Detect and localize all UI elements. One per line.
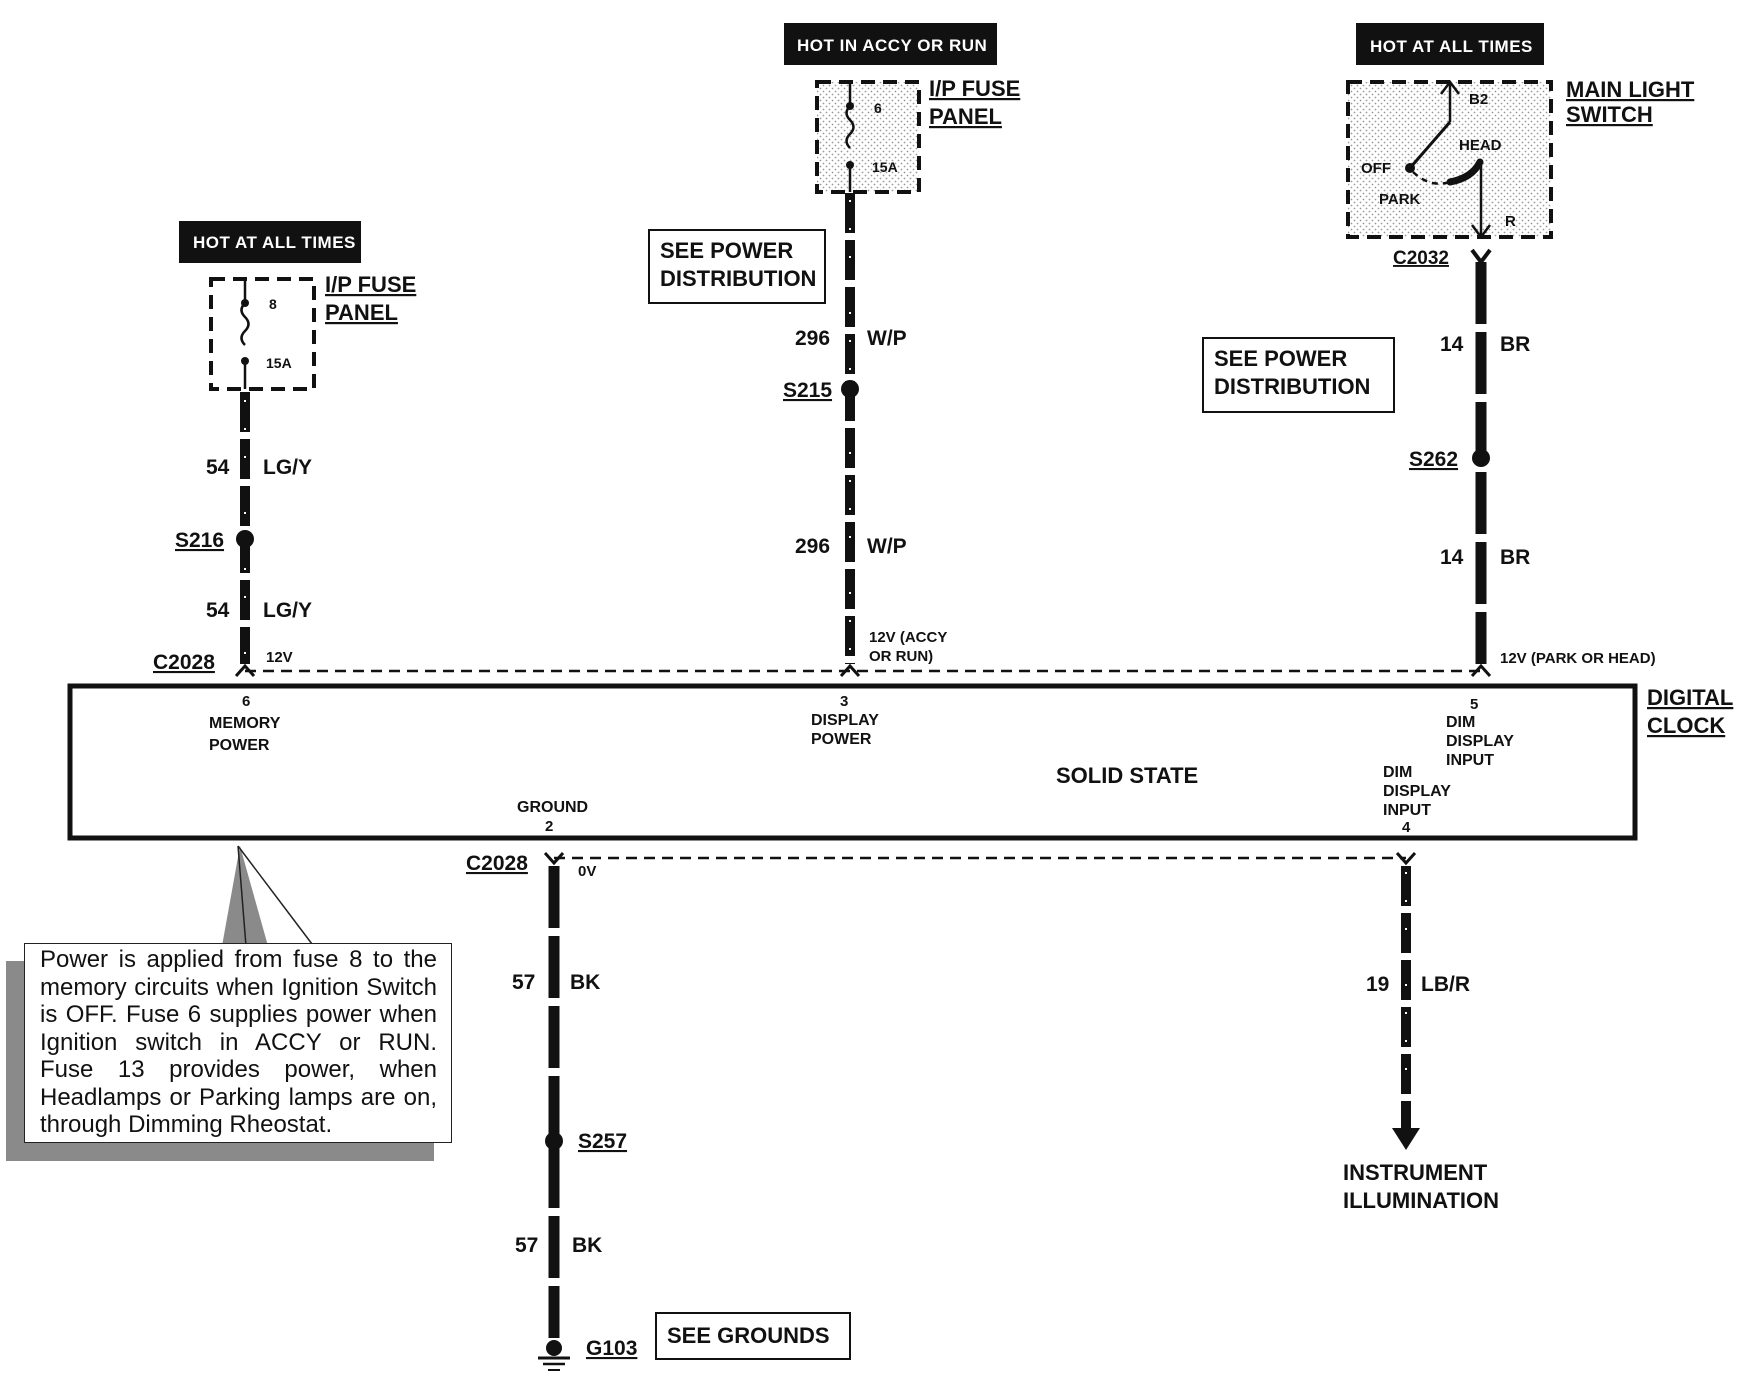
pin4-number: 4 — [1402, 819, 1411, 836]
see-power-2-line1: SEE POWER — [1214, 346, 1348, 371]
pin5-number: 5 — [1470, 696, 1478, 713]
see-power-2-line2: DISTRIBUTION — [1214, 374, 1371, 399]
connector-c2032: C2032 — [1393, 248, 1449, 269]
wire-ground-upper-circuit: 57 — [512, 971, 535, 994]
switch-r-label: R — [1505, 213, 1516, 230]
fuse-left-name-2: PANEL — [325, 300, 398, 325]
splice-s216 — [236, 530, 254, 548]
pin4-label-1: DIM — [1383, 764, 1412, 781]
connector-c2028-bottom-label: C2028 — [466, 852, 528, 875]
pin6-label-1: MEMORY — [209, 715, 281, 732]
wire-center-upper-circuit: 296 — [795, 327, 830, 350]
digital-clock-box — [67, 683, 1638, 841]
fuse-left-rating: 15A — [266, 355, 292, 371]
fuse-left-name-1: I/P FUSE — [325, 272, 416, 297]
wire-ground-lower-circuit: 57 — [515, 1234, 538, 1257]
connector-c2028-top-label: C2028 — [153, 651, 215, 674]
fuse-center: 6 15A — [815, 80, 921, 194]
switch-off-label: OFF — [1361, 160, 1391, 177]
header-center: HOT IN ACCY OR RUN — [784, 23, 997, 65]
fuse-center-number: 6 — [874, 100, 882, 116]
splice-s262-label: S262 — [1409, 448, 1458, 471]
ground-g103-icon — [538, 1340, 570, 1371]
voltage-display-1: 12V (ACCY — [869, 629, 947, 646]
connector-c2028-bottom — [543, 851, 1417, 866]
wire-19-lbr — [1392, 866, 1420, 1150]
illumination-label-1: INSTRUMENT — [1343, 1160, 1488, 1185]
wire-ground-lower-color: BK — [572, 1234, 602, 1257]
switch-name-1: MAIN LIGHT — [1566, 77, 1695, 102]
switch-park-label: PARK — [1379, 191, 1421, 208]
header-left: HOT AT ALL TIMES — [179, 221, 361, 263]
header-right: HOT AT ALL TIMES — [1356, 23, 1544, 65]
see-power-distribution-box-2[interactable]: SEE POWER DISTRIBUTION — [1202, 337, 1395, 413]
clock-internal-label: SOLID STATE — [1056, 763, 1198, 788]
wire-right-lower-circuit: 14 — [1440, 546, 1464, 569]
illumination-label-2: ILLUMINATION — [1343, 1188, 1499, 1213]
fuse-center-name-2: PANEL — [929, 104, 1002, 129]
pin5-label-1: DIM — [1446, 714, 1475, 731]
wire-ground-upper-color: BK — [570, 971, 600, 994]
pin3-label-1: DISPLAY — [811, 712, 879, 729]
voltage-dim: 12V (PARK OR HEAD) — [1500, 650, 1656, 667]
connector-c2028-top — [234, 663, 1492, 678]
fuse-left: 8 15A — [209, 277, 316, 391]
header-right-text: HOT AT ALL TIMES — [1370, 37, 1533, 56]
fuse-center-rating: 15A — [872, 159, 898, 175]
switch-name-2: SWITCH — [1566, 102, 1653, 127]
voltage-memory: 12V — [266, 649, 293, 666]
pin3-label-2: POWER — [811, 731, 872, 748]
wire-left-upper-circuit: 54 — [206, 456, 230, 479]
pin5-label-2: DISPLAY — [1446, 733, 1514, 750]
pin6-label-2: POWER — [209, 737, 270, 754]
splice-s257-label: S257 — [578, 1130, 627, 1153]
pin3-number: 3 — [840, 693, 848, 710]
wire-center-upper-color: W/P — [867, 327, 907, 350]
splice-s216-label: S216 — [175, 529, 224, 552]
main-light-switch: B2 HEAD OFF PARK R — [1346, 79, 1553, 240]
fuse-left-number: 8 — [269, 296, 277, 312]
see-grounds-text: SEE GROUNDS — [667, 1323, 830, 1348]
ground-g103-label: G103 — [586, 1337, 637, 1360]
fuse-center-name-1: I/P FUSE — [929, 76, 1020, 101]
pin6-number: 6 — [242, 693, 250, 710]
voltage-display-2: OR RUN) — [869, 648, 933, 665]
wire-right-lower-color: BR — [1500, 546, 1530, 569]
splice-s215 — [841, 380, 859, 398]
switch-head-label: HEAD — [1459, 137, 1502, 154]
header-left-text: HOT AT ALL TIMES — [193, 233, 356, 252]
wire-illum-circuit: 19 — [1366, 973, 1389, 996]
clock-name-2: CLOCK — [1647, 713, 1725, 738]
note-callout-pointer — [222, 845, 313, 947]
wire-left-lower-circuit: 54 — [206, 599, 230, 622]
pin5-label-3: INPUT — [1446, 752, 1494, 769]
clock-name-1: DIGITAL — [1647, 685, 1733, 710]
pin2-label: GROUND — [517, 799, 588, 816]
wire-right-upper-circuit: 14 — [1440, 333, 1464, 356]
switch-b2-label: B2 — [1469, 91, 1488, 108]
splice-s262 — [1472, 449, 1490, 467]
pin2-number: 2 — [545, 818, 553, 835]
splice-s215-label: S215 — [783, 379, 832, 402]
wire-left-upper-color: LG/Y — [263, 456, 312, 479]
see-grounds-box[interactable]: SEE GROUNDS — [655, 1312, 851, 1360]
wire-right-upper-color: BR — [1500, 333, 1530, 356]
pin4-label-2: DISPLAY — [1383, 783, 1451, 800]
see-power-distribution-box-1[interactable]: SEE POWER DISTRIBUTION — [648, 229, 826, 304]
pin4-label-3: INPUT — [1383, 802, 1431, 819]
explanatory-note: Power is applied from fuse 8 to the memo… — [24, 943, 452, 1143]
splice-s257 — [545, 1132, 563, 1150]
see-power-1-line1: SEE POWER — [660, 238, 794, 263]
header-center-text: HOT IN ACCY OR RUN — [797, 36, 987, 55]
voltage-ground: 0V — [578, 863, 596, 880]
wire-center-lower-color: W/P — [867, 535, 907, 558]
wire-left-lower-color: LG/Y — [263, 599, 312, 622]
wire-illum-color: LB/R — [1421, 973, 1470, 996]
see-power-1-line2: DISTRIBUTION — [660, 266, 817, 291]
wire-center-lower-circuit: 296 — [795, 535, 830, 558]
